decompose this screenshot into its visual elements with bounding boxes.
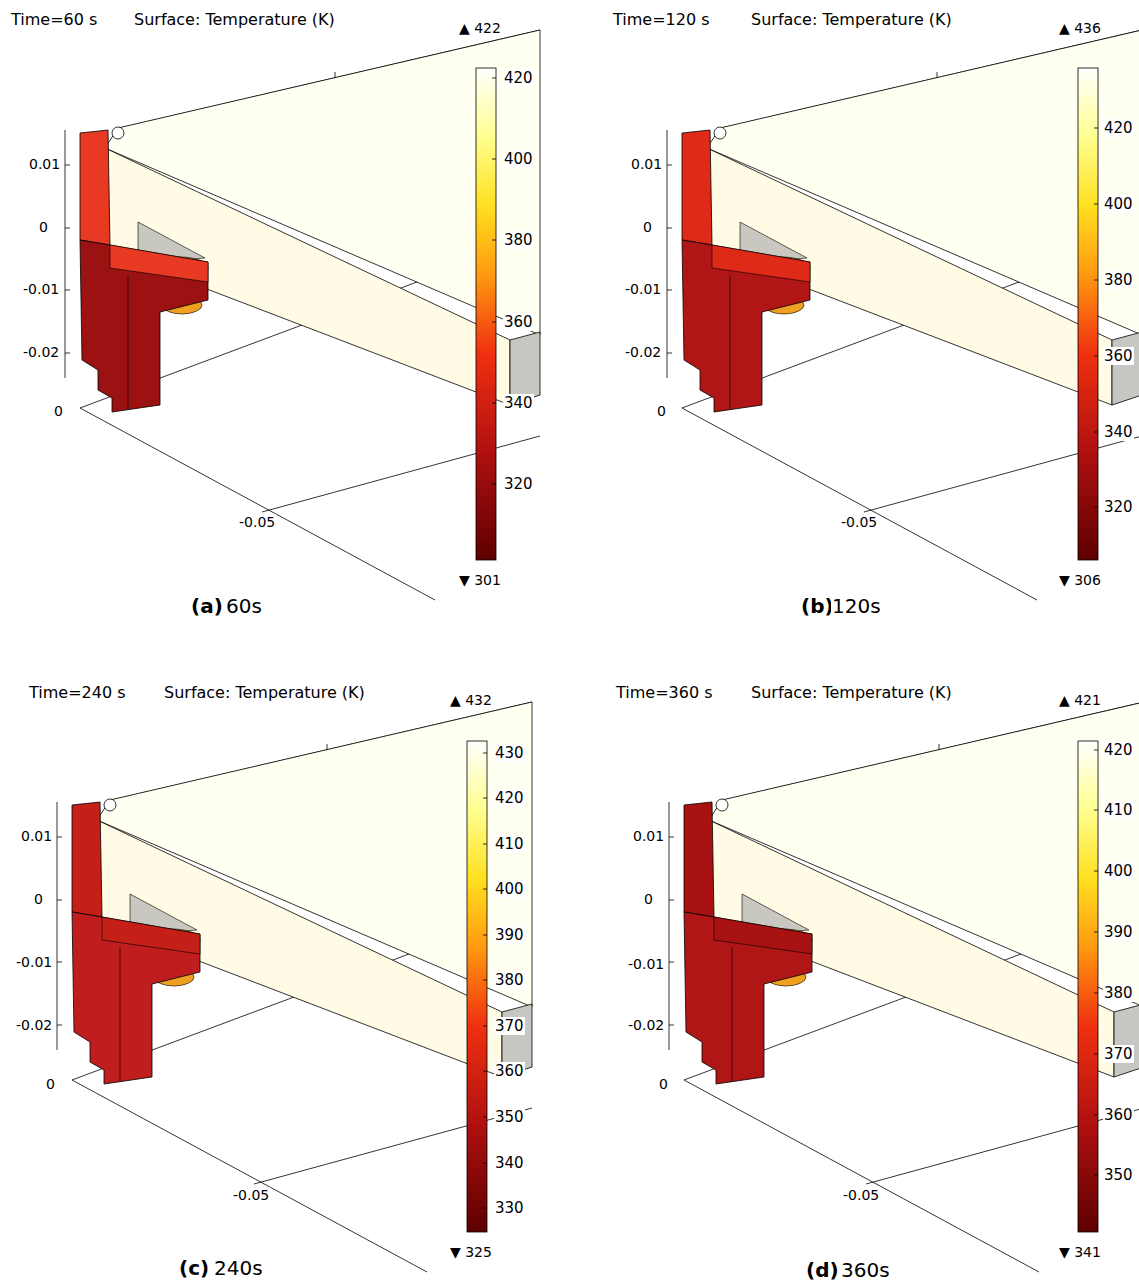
colorbar-tick: 360 <box>503 313 534 331</box>
panel-time: Time=60 s <box>10 10 98 29</box>
colorbar-min: ▼ 325 <box>449 1244 493 1261</box>
colorbar-max: ▲ 436 <box>1058 20 1102 37</box>
colorbar-max: ▲ 422 <box>458 20 502 37</box>
colorbar-tick: 360 <box>1103 1106 1134 1124</box>
axis-tick: 0 <box>656 403 667 420</box>
colorbar-tick: 320 <box>503 475 534 493</box>
axis-tick: -0.02 <box>22 344 60 361</box>
colorbar-tick: 390 <box>494 926 525 944</box>
axis-tick: -0.02 <box>624 344 662 361</box>
colorbar-tick: 340 <box>1103 423 1134 441</box>
colorbar-min: ▼ 301 <box>458 572 502 589</box>
axis-tick: -0.05 <box>840 514 878 531</box>
colorbar-tick: 400 <box>503 150 534 168</box>
panel-quantity: Surface: Temperature (K) <box>750 10 953 29</box>
colorbar-tick: 380 <box>503 231 534 249</box>
colorbar-min: ▼ 341 <box>1058 1244 1102 1261</box>
colorbar-tick: 380 <box>494 971 525 989</box>
axis-tick: 0.01 <box>28 156 61 173</box>
colorbar-tick: 340 <box>503 394 534 412</box>
subfigure-letter: (b) <box>800 594 835 618</box>
colorbar-tick: 340 <box>494 1154 525 1172</box>
axis-tick: 0.01 <box>20 828 53 845</box>
colorbar-tick: 360 <box>1103 347 1134 365</box>
colorbar-tick: 400 <box>494 880 525 898</box>
axis-tick: 0.01 <box>632 828 665 845</box>
axis-tick: -0.01 <box>627 956 665 973</box>
colorbar-tick: 420 <box>503 69 534 87</box>
colorbar-tick: 380 <box>1103 984 1134 1002</box>
colorbar-tick: 430 <box>494 744 525 762</box>
subfigure-letter: (d) <box>805 1258 840 1282</box>
colorbar-max: ▲ 432 <box>449 692 493 709</box>
axis-tick: -0.01 <box>624 281 662 298</box>
subfigure-letter: (c) <box>178 1256 210 1280</box>
subfigure-time: 240s <box>213 1256 264 1280</box>
axis-tick: -0.01 <box>15 954 53 971</box>
panel-time: Time=120 s <box>612 10 711 29</box>
panel-quantity: Surface: Temperature (K) <box>163 683 366 702</box>
axis-tick: 0 <box>643 891 654 908</box>
colorbar-tick: 320 <box>1103 498 1134 516</box>
colorbar-tick: 420 <box>494 789 525 807</box>
subfigure-time: 120s <box>831 594 882 618</box>
colorbar-tick: 370 <box>494 1017 525 1035</box>
axis-tick: 0 <box>642 219 653 236</box>
axis-tick: 0 <box>53 403 64 420</box>
colorbar-tick: 410 <box>1103 801 1134 819</box>
colorbar-tick: 380 <box>1103 271 1134 289</box>
colorbar-min: ▼ 306 <box>1058 572 1102 589</box>
axis-tick: 0 <box>33 891 44 908</box>
axis-tick: -0.02 <box>15 1017 53 1034</box>
axis-tick: -0.05 <box>232 1187 270 1204</box>
colorbar-tick: 370 <box>1103 1045 1134 1063</box>
colorbar-tick: 360 <box>494 1062 525 1080</box>
colorbar-tick: 390 <box>1103 923 1134 941</box>
axis-tick: 0 <box>658 1076 669 1093</box>
panel-quantity: Surface: Temperature (K) <box>133 10 336 29</box>
axis-tick: -0.05 <box>238 514 276 531</box>
subfigure-time: 360s <box>840 1258 891 1282</box>
panel-time: Time=240 s <box>28 683 127 702</box>
subfigure-time: 60s <box>225 594 263 618</box>
panel-quantity: Surface: Temperature (K) <box>750 683 953 702</box>
colorbar-tick: 410 <box>494 835 525 853</box>
axis-tick: 0 <box>38 219 49 236</box>
colorbar-tick: 420 <box>1103 119 1134 137</box>
axis-tick: 0.01 <box>630 156 663 173</box>
colorbar-tick: 400 <box>1103 862 1134 880</box>
colorbar-tick: 350 <box>1103 1166 1134 1184</box>
subfigure-letter: (a) <box>190 594 224 618</box>
colorbar-tick: 330 <box>494 1199 525 1217</box>
colorbar-max: ▲ 421 <box>1058 692 1102 709</box>
colorbar-tick: 400 <box>1103 195 1134 213</box>
axis-tick: -0.05 <box>842 1187 880 1204</box>
colorbar-tick: 350 <box>494 1108 525 1126</box>
colorbar-tick: 420 <box>1103 741 1134 759</box>
axis-tick: -0.02 <box>627 1017 665 1034</box>
axis-tick: -0.01 <box>22 281 60 298</box>
axis-tick: 0 <box>45 1076 56 1093</box>
panel-time: Time=360 s <box>615 683 714 702</box>
